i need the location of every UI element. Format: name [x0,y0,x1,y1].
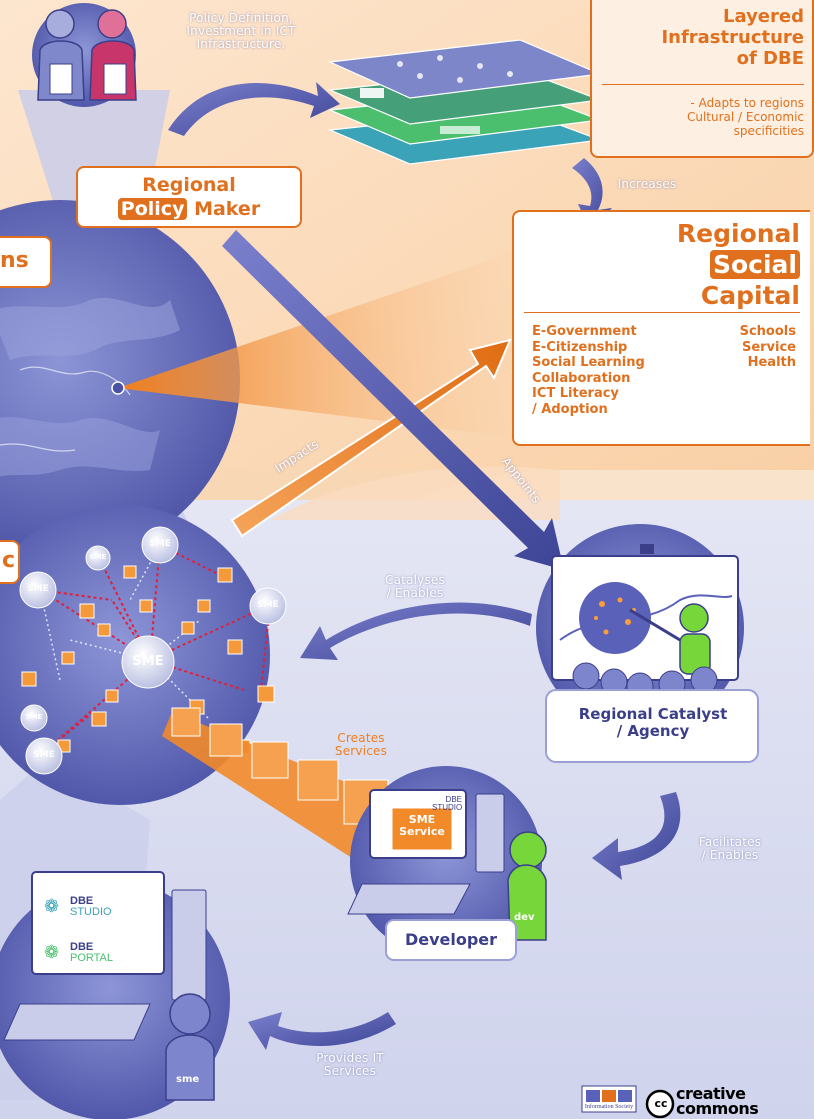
infrastructure-note: - Adapts to regions Cultural / Economic … [687,96,804,138]
dbe-studio-brand: DBE [70,895,94,907]
sme-node-6: SME [25,713,43,721]
creative-commons-logo: creative commons [676,1084,759,1118]
sme-service-line: Service [399,825,445,838]
flow-increases: Increases [617,177,677,191]
catalyst-label-line: / Agency [616,722,690,740]
social-item: E-Government [532,324,637,339]
infrastructure-note-line-3: specificities [733,124,804,138]
social-item: Schools [739,324,796,339]
social-capital-box: Regional Social Capital E-Government E-C… [512,210,810,446]
dbe-studio-logo: ❁ DBE STUDIO [40,890,156,928]
developer-screen-line: STUDIO [432,803,463,812]
infrastructure-note-line-2: Cultural / Economic [686,110,804,124]
infrastructure-note-line-1: - Adapts to regions [690,96,804,110]
policy-maker-label-box: Regional Policy Maker [76,166,302,228]
clipped-label-middle: c [2,548,16,573]
dbe-studio-product: STUDIO [70,906,112,918]
social-capital-items-left: E-Government E-Citizenship Social Learni… [532,324,645,417]
social-item: Collaboration [532,370,631,386]
dbe-portal-brand: DBE [70,941,94,953]
sme-node-7: SME [33,750,55,760]
sme-user-screen: ❁ DBE STUDIO ❁ DBE PORTAL [40,890,156,974]
dbe-portal-logo: ❁ DBE PORTAL [40,936,156,974]
flow-line: Infrastructure. [196,37,286,51]
infrastructure-title-line-2: Infrastructure [661,27,804,48]
social-capital-items-right: Schools Service Health [740,324,796,371]
butterfly-icon: ❁ [44,942,60,963]
infrastructure-box: Layered Infrastructure of DBE - Adapts t… [590,0,814,158]
clipped-label-top: ns [0,248,29,273]
clipped-label-middle-box: c [0,540,20,584]
flow-line: Services [323,1064,377,1078]
flow-line: / Enables [386,586,444,600]
policy-highlight: Policy [117,198,188,220]
flow-line: Policy Definition, [189,11,293,25]
catalyst-label-line: Regional Catalyst [578,705,728,723]
infrastructure-divider [602,84,804,85]
developer-shirt-text: dev [514,912,535,923]
flow-line: Creates [337,731,385,745]
policy-maker-title-line2: Policy Maker [78,198,300,220]
flow-line: Provides IT [316,1051,384,1065]
infrastructure-title: Layered Infrastructure of DBE [661,6,804,69]
infrastructure-title-line-3: of DBE [736,48,804,69]
sme-node-5: SME [257,600,279,610]
sme-node-center: SME [132,654,164,669]
flow-line: Facilitates [698,835,762,849]
catalyst-label: Regional Catalyst / Agency [548,706,758,740]
cc-icon: cc [654,1097,668,1110]
flow-catalyses: Catalyses / Enables [370,574,460,600]
flow-line: / Enables [701,848,759,862]
social-capital-title-bottom: Capital [700,281,800,310]
social-item: Service [741,339,796,355]
social-item: ICT Literacy [532,386,619,401]
social-item: Health [747,355,796,370]
flow-facilitates: Facilitates / Enables [680,836,780,862]
sme-service-line: SME [408,813,436,826]
cc-logo-line: creative [676,1084,746,1103]
sme-node-2: SME [89,553,107,561]
sme-user-shirt-text: sme [176,1074,200,1085]
policy-maker-title-rest: Maker [194,198,261,220]
butterfly-icon: ❁ [44,896,60,917]
ist-logo-caption: Information Society [584,1104,634,1110]
dbe-portal-product: PORTAL [70,952,113,964]
social-capital-divider [524,312,800,313]
developer-screen-logo: DBE STUDIO [432,796,462,812]
social-item: / Adoption [532,401,608,417]
flow-policy-definition: Policy Definition, Investment in ICT Inf… [166,12,316,51]
flow-provides: Provides IT Services [300,1052,400,1078]
flow-creates: Creates Services [316,732,406,758]
flow-line: Services [334,744,388,758]
policy-maker-title-top: Regional [142,174,236,196]
sme-node-3: SME [27,584,49,594]
social-item: Social Learning [532,355,645,370]
sme-node-1: SME [149,539,171,549]
developer-label: Developer [404,930,498,949]
flow-line: Investment in ICT [186,24,296,38]
social-highlight: Social [709,250,800,279]
flow-line: Catalyses [385,573,445,587]
clipped-label-top-box: ns [0,236,52,288]
cc-logo-line: commons [676,1099,759,1118]
infrastructure-title-line-1: Layered [723,6,804,27]
sme-service-label: SME Service [392,814,452,838]
social-capital-title-top: Regional [676,219,800,248]
social-item: E-Citizenship [532,339,628,355]
social-capital-title: Regional Social Capital [677,218,800,311]
developer-screen-line: DBE [445,795,462,804]
